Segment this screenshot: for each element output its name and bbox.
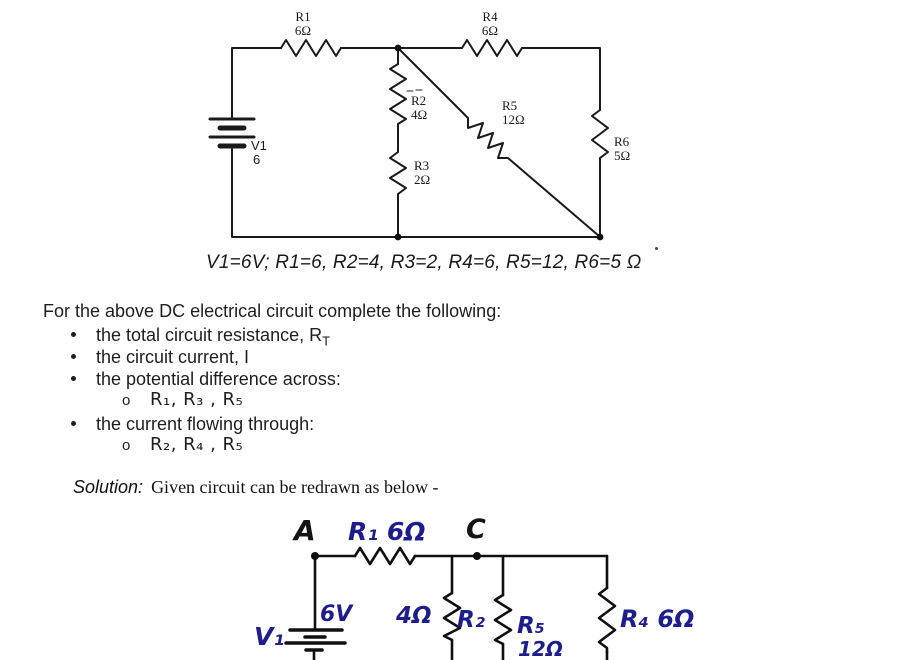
r1-label: R1 — [295, 9, 310, 24]
sub-bullet-marker-2: o — [122, 437, 131, 454]
redrawn-node-c-dot — [473, 552, 481, 560]
bullet-circuit-current: the circuit current, I — [70, 347, 250, 367]
r5-resistor — [399, 49, 600, 237]
redrawn-r1-resistor — [353, 546, 417, 566]
r1-value: 6Ω — [295, 23, 311, 38]
bullet-total-resistance: the total circuit resistance, RT — [70, 324, 331, 349]
r4-resistor — [461, 39, 523, 57]
redrawn-node-a-label: A — [292, 514, 316, 547]
bullet-current-through: the current flowing through: — [70, 414, 315, 434]
r4-label: R4 — [482, 9, 498, 24]
redrawn-battery-long-plates — [284, 628, 347, 645]
r5-label: R5 — [502, 98, 517, 113]
v1-label: V1 — [251, 138, 267, 153]
v1-value: 6 — [253, 152, 260, 167]
r6-label: R6 — [614, 134, 630, 149]
r2-label: R2 — [411, 93, 426, 108]
redrawn-r5-value: 12Ω — [518, 637, 563, 660]
r1-resistor — [280, 39, 342, 57]
redrawn-node-a-dot — [311, 552, 319, 560]
redrawn-r5-label: R₅ — [517, 613, 545, 639]
r2-resistor — [389, 63, 407, 125]
redrawn-r2-value: 4Ω — [395, 603, 432, 629]
r3-label: R3 — [414, 158, 429, 173]
scan-artifact-dot — [655, 247, 658, 250]
r6-value: 5Ω — [614, 148, 630, 163]
redrawn-source-label: V₁ — [254, 622, 284, 651]
r3-value: 2Ω — [414, 172, 430, 187]
bullet-potential-difference: the potential difference across: — [71, 369, 341, 389]
redrawn-source-value: 6V — [320, 602, 354, 627]
schematic-caption: V1=6V; R1=6, R2=4, R3=2, R4=6, R5=12, R6… — [206, 252, 642, 273]
r6-resistor — [591, 109, 609, 159]
node-dot-bottom — [394, 233, 402, 241]
print-artifact-dashes — [406, 89, 423, 92]
sub-bullet-resistors-2: R₂, R₄ , R₅ — [150, 434, 244, 455]
r3-resistor — [389, 151, 407, 195]
battery-symbol-short-plates — [217, 125, 247, 149]
redrawn-r5-resistor — [493, 593, 513, 646]
rt-subscript: T — [322, 333, 331, 349]
r4-value: 6Ω — [482, 23, 498, 38]
problem-intro: For the above DC electrical circuit comp… — [43, 301, 502, 321]
redrawn-r2-label: R₂ — [457, 607, 485, 633]
circuit-wire — [231, 47, 601, 238]
bullet-total-resistance-text: the total circuit resistance, R — [96, 325, 323, 345]
redrawn-r4-label: R₄ 6Ω — [620, 605, 694, 633]
original-circuit-diagram: R1 6Ω R4 6Ω R2 4Ω R3 2Ω R5 12Ω R6 5Ω V1 … — [208, 9, 630, 241]
solution-text: Given circuit can be redrawn as below - — [151, 477, 439, 497]
node-dot-top — [394, 44, 402, 52]
sub-bullet-marker-1: o — [122, 392, 131, 409]
redrawn-r2-resistor — [442, 591, 462, 642]
sub-bullet-resistors-1: R₁, R₃ , R₅ — [150, 389, 244, 410]
redrawn-r1-label: R₁ 6Ω — [348, 517, 426, 546]
battery-symbol — [208, 117, 256, 139]
node-dot-bottom-right — [596, 233, 604, 241]
redrawn-node-c-label: C — [466, 514, 486, 545]
r5-value: 12Ω — [502, 112, 525, 127]
redrawn-r4-resistor — [597, 586, 617, 654]
solution-label: Solution: — [73, 477, 144, 497]
redrawn-circuit-diagram: A R₁ 6Ω C 6V V₁ 4Ω R₂ R₅ 12Ω R₄ 6Ω — [254, 514, 694, 660]
r2-value: 4Ω — [411, 107, 427, 122]
solution-line: Solution: Given circuit can be redrawn as… — [73, 477, 438, 498]
